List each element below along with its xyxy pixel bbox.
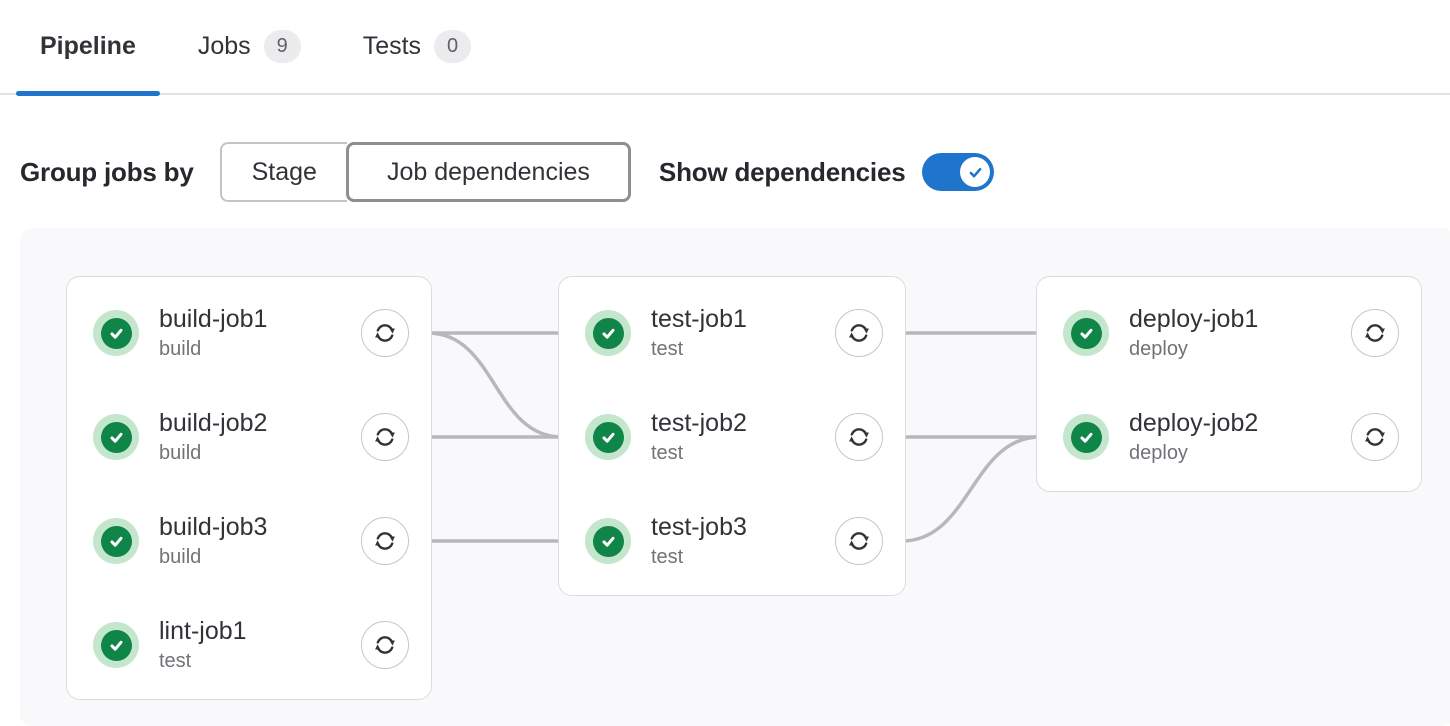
retry-icon	[849, 428, 869, 446]
show-dependencies-toggle[interactable]	[922, 153, 995, 191]
check-icon	[110, 328, 122, 339]
retry-icon	[1365, 324, 1385, 342]
check-icon	[110, 536, 122, 547]
dependency-links	[427, 331, 1041, 543]
retry-icon	[375, 636, 395, 654]
job-name[interactable]: lint-job1	[159, 617, 247, 645]
tab-tests-label: Tests	[362, 32, 422, 60]
group-by-stage-button[interactable]: Stage	[219, 142, 347, 202]
job-row[interactable]: build-job1 build	[67, 281, 431, 385]
retry-job-button[interactable]	[835, 309, 883, 357]
status-passed-icon	[1063, 414, 1109, 460]
dependency-line	[901, 435, 1041, 543]
job-stage-label: deploy	[1129, 338, 1188, 360]
job-row[interactable]: deploy-job1 deploy	[1037, 281, 1421, 385]
status-passed-icon	[1063, 310, 1109, 356]
retry-icon	[375, 428, 395, 446]
job-name[interactable]: build-job2	[159, 409, 268, 437]
group-by-job-dependencies-button[interactable]: Job dependencies	[345, 142, 631, 202]
job-group-card: build-job1 build build-job2 build	[66, 276, 432, 700]
retry-icon	[375, 532, 395, 550]
job-row[interactable]: deploy-job2 deploy	[1037, 385, 1421, 489]
job-name[interactable]: build-job3	[159, 513, 268, 541]
graph-controls: Group jobs by Stage Job dependencies Sho…	[20, 142, 995, 202]
retry-job-button[interactable]	[361, 309, 409, 357]
check-icon	[1080, 328, 1092, 339]
job-name[interactable]: test-job2	[651, 409, 747, 437]
pipeline-graph: build-job1 build build-job2 build	[20, 228, 1450, 726]
job-name[interactable]: test-job1	[651, 305, 747, 333]
check-icon	[969, 167, 982, 177]
job-row[interactable]: test-job1 test	[559, 281, 905, 385]
job-stage-label: build	[159, 546, 202, 568]
job-stage-label: test	[651, 442, 684, 464]
job-stage-label: test	[651, 338, 684, 360]
check-icon	[110, 432, 122, 443]
status-passed-icon	[93, 622, 139, 668]
retry-job-button[interactable]	[835, 517, 883, 565]
tab-pipeline[interactable]: Pipeline	[16, 0, 160, 96]
toggle-knob	[960, 157, 991, 187]
pipeline-tab-bar: Pipeline Jobs 9 Tests 0	[0, 0, 1450, 96]
job-row[interactable]: lint-job1 test	[67, 593, 431, 697]
retry-job-button[interactable]	[361, 517, 409, 565]
group-jobs-by-label: Group jobs by	[20, 156, 194, 187]
tab-pipeline-label: Pipeline	[40, 32, 136, 60]
tab-jobs-label: Jobs	[197, 32, 251, 60]
status-passed-icon	[93, 414, 139, 460]
job-name[interactable]: test-job3	[651, 513, 747, 541]
check-icon	[602, 432, 614, 443]
status-passed-icon	[93, 518, 139, 564]
job-stage-label: test	[651, 546, 684, 568]
tests-count-badge: 0	[434, 30, 472, 63]
job-row[interactable]: build-job3 build	[67, 489, 431, 593]
status-passed-icon	[585, 518, 631, 564]
retry-icon	[375, 324, 395, 342]
retry-job-button[interactable]	[1351, 309, 1399, 357]
show-dependencies-label: Show dependencies	[658, 156, 906, 187]
retry-job-button[interactable]	[835, 413, 883, 461]
job-group-card: deploy-job1 deploy deploy-job2 deploy	[1036, 276, 1422, 492]
retry-icon	[1365, 428, 1385, 446]
job-name[interactable]: deploy-job1	[1129, 305, 1259, 333]
dependency-line	[427, 331, 563, 439]
job-row[interactable]: build-job2 build	[67, 385, 431, 489]
retry-icon	[849, 532, 869, 550]
jobs-count-badge: 9	[263, 30, 301, 63]
retry-job-button[interactable]	[361, 413, 409, 461]
job-row[interactable]: test-job3 test	[559, 489, 905, 593]
group-jobs-by-segmented-control: Stage Job dependencies	[219, 142, 631, 202]
status-passed-icon	[585, 414, 631, 460]
job-stage-label: test	[159, 650, 192, 672]
check-icon	[1080, 432, 1092, 443]
job-row[interactable]: test-job2 test	[559, 385, 905, 489]
check-icon	[602, 328, 614, 339]
tab-tests[interactable]: Tests 0	[339, 0, 495, 93]
retry-job-button[interactable]	[1351, 413, 1399, 461]
job-group-card: test-job1 test test-job2 test	[558, 276, 906, 596]
retry-icon	[849, 324, 869, 342]
tab-jobs[interactable]: Jobs 9	[174, 0, 325, 93]
check-icon	[602, 536, 614, 547]
status-passed-icon	[585, 310, 631, 356]
job-name[interactable]: deploy-job2	[1129, 409, 1259, 437]
check-icon	[110, 640, 122, 651]
status-passed-icon	[93, 310, 139, 356]
job-stage-label: build	[159, 442, 202, 464]
job-stage-label: deploy	[1129, 442, 1188, 464]
retry-job-button[interactable]	[361, 621, 409, 669]
job-name[interactable]: build-job1	[159, 305, 268, 333]
job-stage-label: build	[159, 338, 202, 360]
